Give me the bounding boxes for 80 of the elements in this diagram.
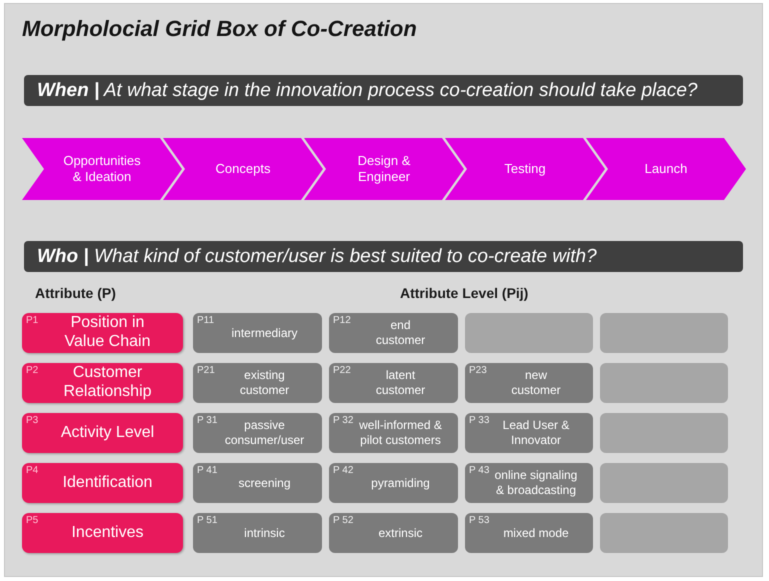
attribute-name: Activity Level	[60, 424, 154, 442]
stage-label: Launch	[644, 161, 688, 177]
code-label: P22	[333, 365, 351, 376]
process-step	[445, 138, 605, 200]
attribute-tile	[22, 463, 183, 503]
level-text: passive consumer/user	[224, 418, 306, 448]
question-text: Who | What kind of customer/user is best suited to co-create with?	[37, 246, 597, 268]
level-text: well-informed & pilot customers	[358, 418, 443, 448]
level-text: Lead User & Innovator	[502, 418, 570, 448]
stage-label: Opportunities & Ideation	[62, 153, 142, 185]
stage-label: Design & Engineer	[356, 153, 412, 185]
blank-tile	[465, 313, 593, 353]
level-tile	[465, 463, 593, 503]
level-text: mixed mode	[503, 526, 569, 540]
stage-label: Concepts	[216, 161, 270, 177]
stage-label: Testing	[504, 161, 546, 177]
attribute-tile	[22, 413, 183, 453]
level-text: online signaling & broadcasting	[494, 468, 578, 498]
level-tile	[329, 413, 458, 453]
level-text: intrinsic	[244, 526, 285, 540]
attribute-name: Position in Value Chain	[64, 314, 152, 352]
code-label: P 52	[333, 515, 354, 526]
level-tile	[465, 513, 593, 553]
level-tile	[329, 463, 458, 503]
code-label: P 43	[469, 465, 490, 476]
level-text: existing customer	[238, 368, 290, 398]
code-label: P12	[333, 315, 351, 326]
blank-tile	[600, 313, 728, 353]
level-text: latent customer	[374, 368, 426, 398]
level-tile	[465, 413, 593, 453]
column-heading: Attribute (P)	[35, 285, 116, 301]
attribute-tile	[22, 363, 183, 403]
attribute-name: Customer Relationship	[62, 364, 153, 402]
level-tile	[193, 413, 322, 453]
code-label: P 42	[333, 465, 354, 476]
code-label: P 33	[469, 415, 490, 426]
code-label: P11	[197, 315, 214, 326]
code-label: P3	[26, 415, 38, 426]
level-tile	[329, 513, 458, 553]
code-label: P2	[26, 365, 38, 376]
code-label: P1	[26, 315, 38, 326]
level-tile	[329, 363, 458, 403]
level-text: end customer	[374, 318, 426, 348]
code-label: P4	[26, 465, 38, 476]
column-heading: Attribute Level (Pij)	[400, 285, 528, 301]
level-tile	[465, 363, 593, 403]
level-tile	[193, 463, 322, 503]
code-label: P23	[469, 365, 487, 376]
attribute-name: Identification	[62, 474, 152, 492]
attribute-name: Incentives	[71, 524, 144, 542]
code-label: P 31	[197, 415, 218, 426]
question-text: When | At what stage in the innovation process co-creation should take place?	[37, 80, 698, 102]
question-banner	[24, 75, 743, 106]
level-tile	[193, 513, 322, 553]
process-step	[163, 138, 323, 200]
blank-tile	[600, 463, 728, 503]
process-step	[586, 138, 746, 200]
code-label: P21	[197, 365, 215, 376]
process-step	[304, 138, 464, 200]
level-text: extrinsic	[378, 526, 422, 540]
code-label: P 53	[469, 515, 490, 526]
level-tile	[193, 363, 322, 403]
attribute-tile	[22, 513, 183, 553]
level-tile	[193, 313, 322, 353]
code-label: P 51	[197, 515, 218, 526]
blank-tile	[600, 363, 728, 403]
code-label: P 41	[197, 465, 218, 476]
level-text: new customer	[510, 368, 562, 398]
blank-tile	[600, 413, 728, 453]
attribute-tile	[22, 313, 183, 353]
level-text: screening	[238, 476, 291, 490]
level-tile	[329, 313, 458, 353]
process-step	[22, 138, 182, 200]
diagram-title: Morpholocial Grid Box of Co-Creation	[22, 16, 417, 42]
question-banner	[24, 241, 743, 272]
level-text: pyramiding	[371, 476, 430, 490]
level-text: intermediary	[231, 326, 298, 340]
code-label: P 32	[333, 415, 354, 426]
code-label: P5	[26, 515, 38, 526]
blank-tile	[600, 513, 728, 553]
